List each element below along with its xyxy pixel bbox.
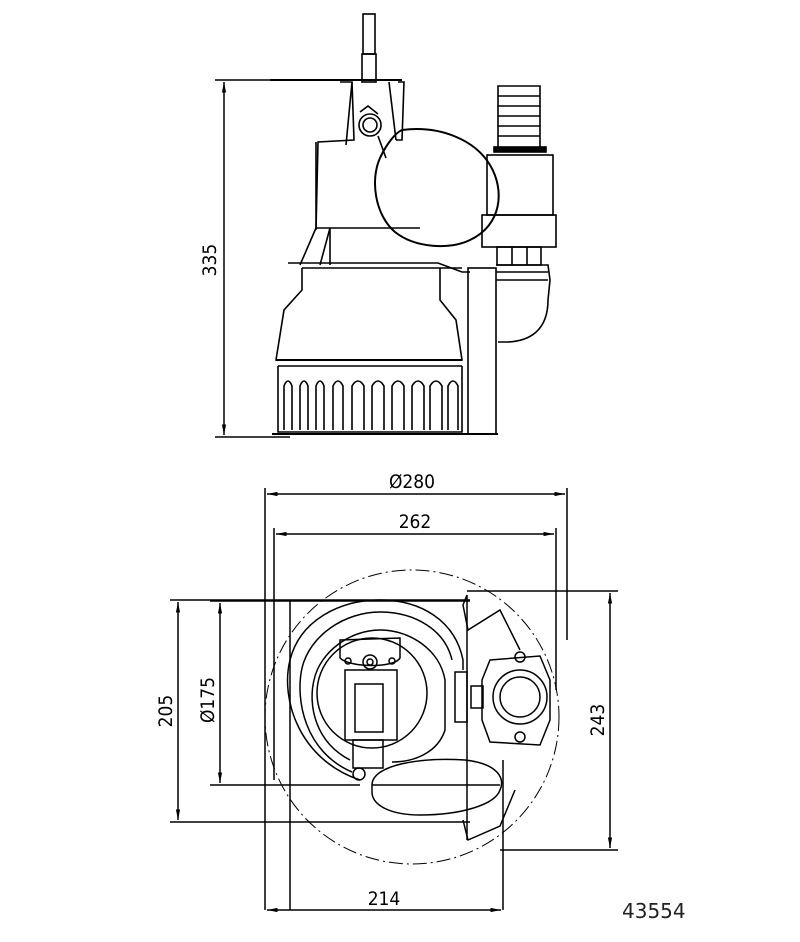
dimension-depth-left-label: 205 <box>155 695 177 728</box>
top-view <box>264 569 560 865</box>
strainer <box>277 366 463 433</box>
side-view <box>270 13 557 435</box>
dimension-inner-diameter-label: Ø175 <box>197 677 219 723</box>
dimension-height-label: 335 <box>199 244 221 277</box>
float-switch <box>374 128 500 248</box>
dimension-depth-right-label: 243 <box>587 704 609 737</box>
dimension-width-bottom-label: 214 <box>368 888 401 910</box>
dimension-width-top-label: 262 <box>399 511 432 533</box>
dimension-height <box>215 79 290 438</box>
extension-lines <box>170 488 618 910</box>
hose-connector <box>481 85 557 343</box>
cable-stem <box>361 13 377 83</box>
motor-housing <box>275 268 463 361</box>
dimension-outer-diameter-label: Ø280 <box>389 471 435 493</box>
drawing-number: 43554 <box>622 899 686 923</box>
